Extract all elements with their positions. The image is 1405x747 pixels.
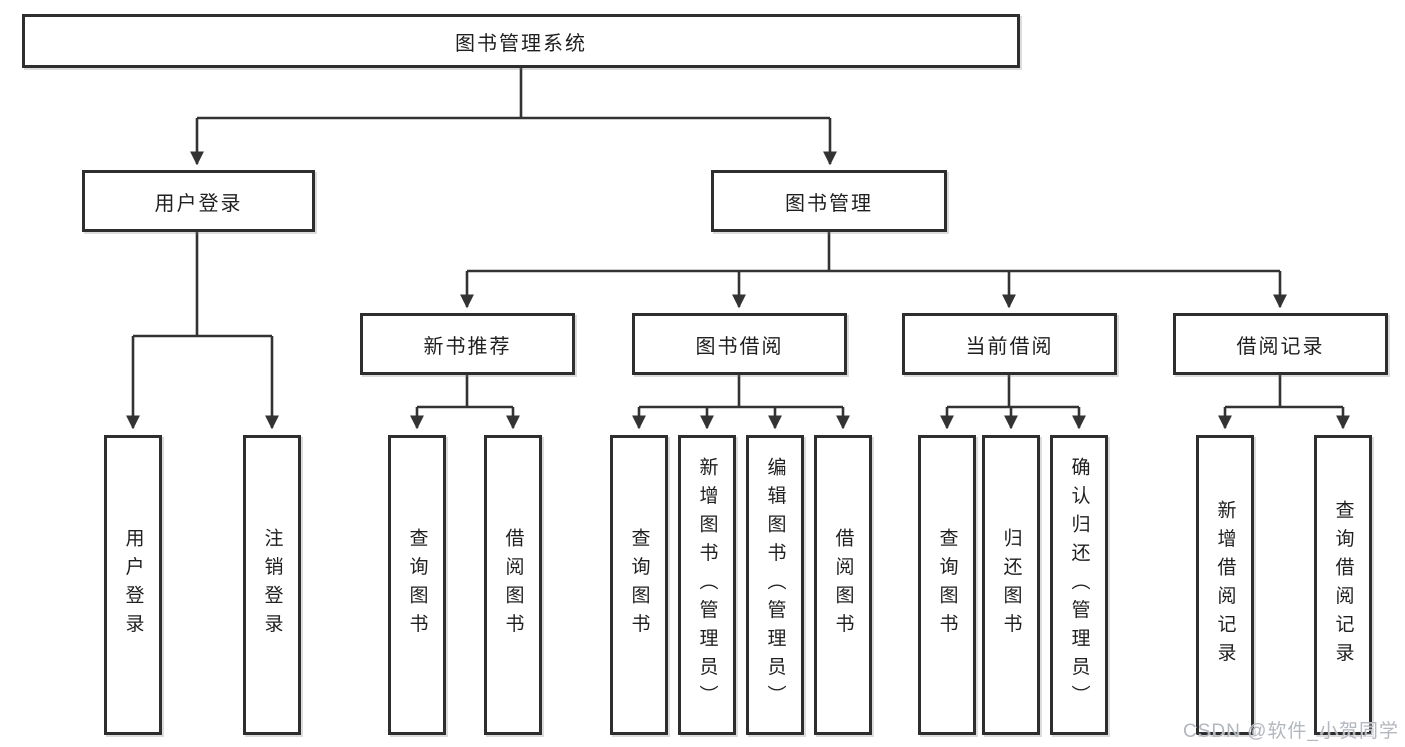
leaf-query-books-recommend-label: 查询图书 [406, 528, 428, 642]
connector-book-borrow [639, 375, 843, 409]
leaf-edit-books-admin-label: 编辑图书（管理员） [764, 456, 786, 714]
leaf-query-books-current: 查询图书 [918, 435, 976, 735]
leaf-add-books-admin-label: 新增图书（管理员） [696, 456, 718, 714]
leaf-return-books-label: 归还图书 [1000, 528, 1022, 642]
leaf-confirm-return-admin-label: 确认归还（管理员） [1068, 456, 1090, 714]
csdn-watermark: CSDN @软件_小贺同学 [1183, 721, 1399, 742]
node-book-management: 图书管理 [711, 170, 947, 232]
leaf-borrow-books-recommend-label: 借阅图书 [502, 528, 524, 642]
connector-borrow-records [1225, 375, 1343, 409]
leaf-user-login: 用户登录 [104, 435, 162, 735]
connector-user-login [133, 232, 272, 338]
leaf-add-borrow-record: 新增借阅记录 [1196, 435, 1254, 735]
leaf-add-borrow-record-label: 新增借阅记录 [1214, 499, 1236, 671]
node-library-system: 图书管理系统 [22, 14, 1020, 68]
leaf-query-borrow-record-label: 查询借阅记录 [1332, 499, 1354, 671]
leaf-return-books: 归还图书 [982, 435, 1040, 735]
node-new-book-recommend: 新书推荐 [360, 313, 575, 375]
connector-current-borrow [947, 375, 1079, 409]
node-user-login-label: 用户登录 [154, 192, 243, 215]
connector-book-mgmt [467, 232, 1280, 273]
leaf-add-books-admin: 新增图书（管理员） [678, 435, 736, 735]
leaf-query-books-borrow-label: 查询图书 [628, 528, 650, 642]
node-book-borrowing: 图书借阅 [632, 313, 847, 375]
node-current-borrowing-label: 当前借阅 [965, 335, 1054, 358]
node-new-book-recommend-label: 新书推荐 [423, 335, 512, 358]
leaf-query-books-current-label: 查询图书 [936, 528, 958, 642]
connector-new-book [417, 375, 513, 409]
leaf-query-books-borrow: 查询图书 [610, 435, 668, 735]
leaf-query-books-recommend: 查询图书 [388, 435, 446, 735]
node-borrowing-records-label: 借阅记录 [1236, 335, 1325, 358]
node-book-borrowing-label: 图书借阅 [695, 335, 784, 358]
node-book-management-label: 图书管理 [785, 192, 873, 215]
leaf-borrow-books-recommend: 借阅图书 [484, 435, 542, 735]
connector-root [197, 68, 830, 120]
leaf-borrow-books-label: 借阅图书 [832, 528, 854, 642]
leaf-logout-label: 注销登录 [261, 528, 283, 642]
node-current-borrowing: 当前借阅 [902, 313, 1117, 375]
node-borrowing-records: 借阅记录 [1173, 313, 1388, 375]
leaf-confirm-return-admin: 确认归还（管理员） [1050, 435, 1108, 735]
leaf-borrow-books: 借阅图书 [814, 435, 872, 735]
leaf-edit-books-admin: 编辑图书（管理员） [746, 435, 804, 735]
node-library-system-label: 图书管理系统 [455, 32, 587, 55]
leaf-logout: 注销登录 [243, 435, 301, 735]
leaf-user-login-label: 用户登录 [122, 528, 144, 642]
node-user-login: 用户登录 [82, 170, 315, 232]
leaf-query-borrow-record: 查询借阅记录 [1314, 435, 1372, 735]
